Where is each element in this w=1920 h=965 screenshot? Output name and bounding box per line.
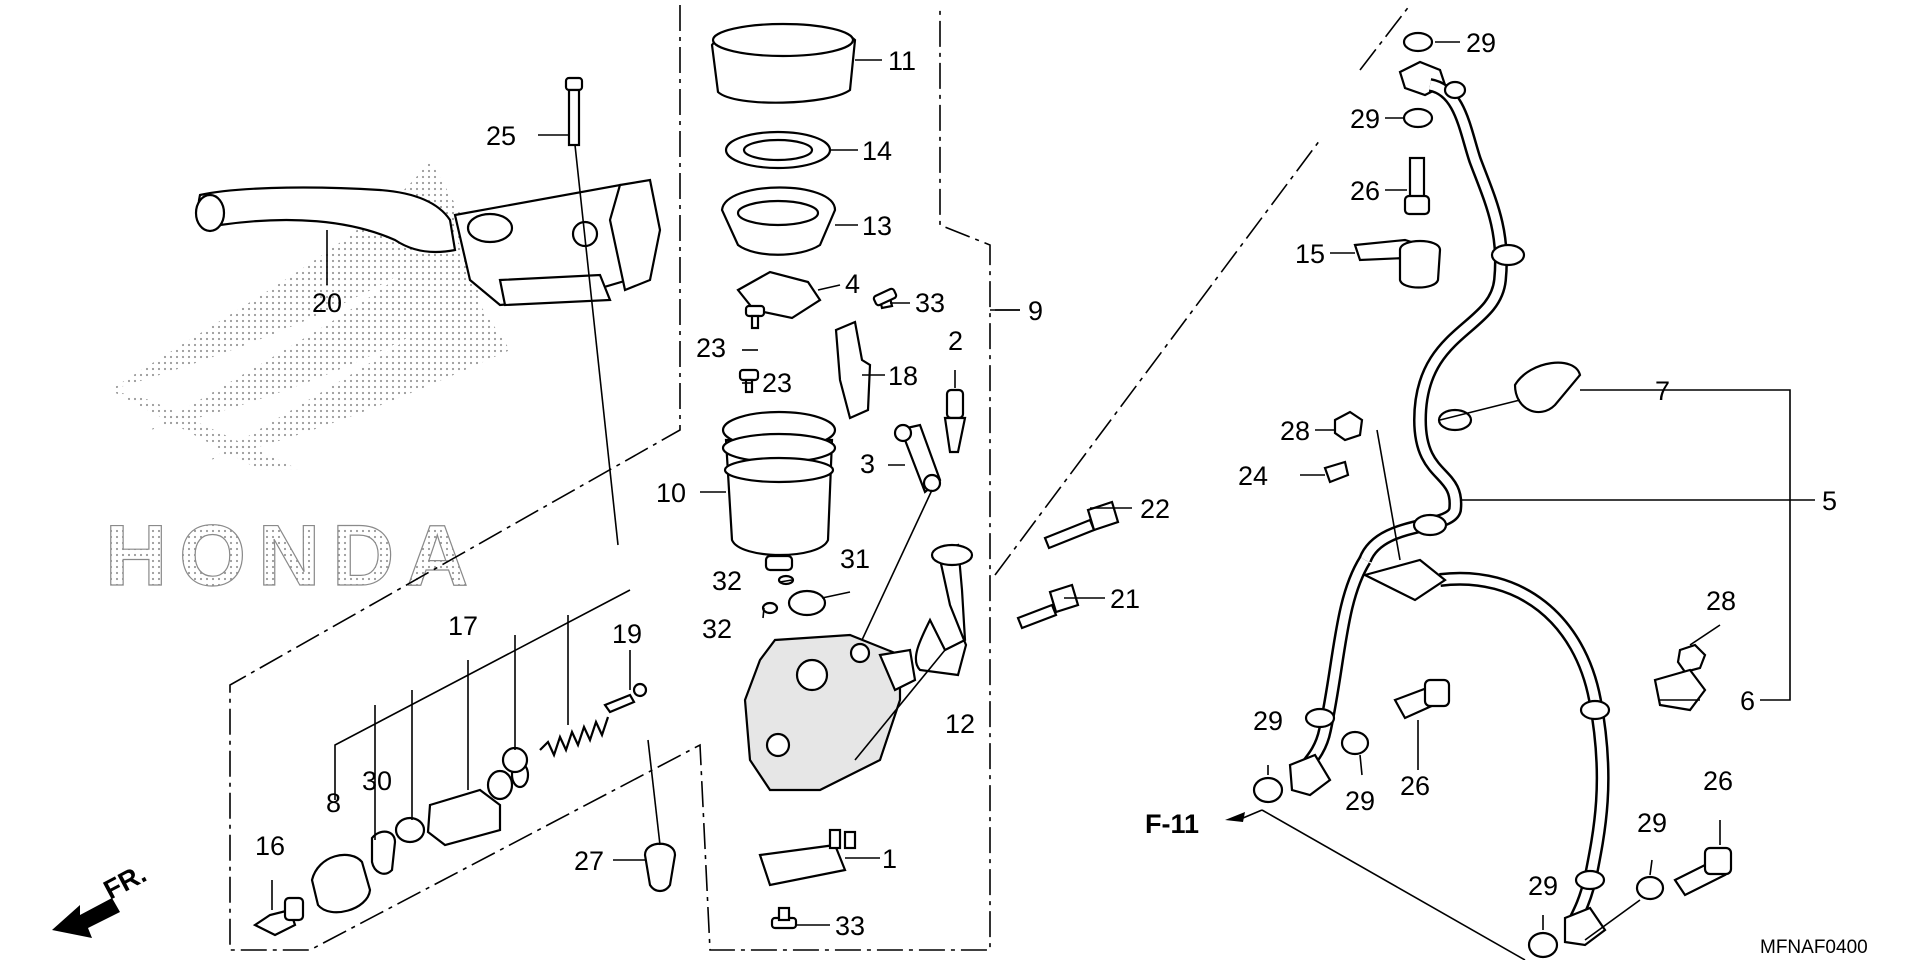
callout-3: 3 [860, 449, 875, 479]
callout-1: 1 [882, 844, 897, 874]
callout-20: 20 [312, 288, 342, 318]
pivot-bolt [564, 76, 584, 147]
brake-hose-assembly [1252, 31, 1733, 959]
callout-9: 9 [1028, 296, 1043, 326]
callout-32-upper: 32 [712, 566, 742, 596]
diagram-code: MFNAF0400 [1760, 937, 1868, 958]
master-cylinder-body [743, 633, 917, 792]
callout-14: 14 [862, 136, 892, 166]
callout-29-d: 29 [1345, 786, 1375, 816]
callout-16: 16 [255, 831, 285, 861]
screw-23-b [738, 368, 760, 394]
callout-19: 19 [612, 619, 642, 649]
callout-10: 10 [656, 478, 686, 508]
screw-33-top [872, 287, 898, 310]
callout-26-b: 26 [1400, 771, 1430, 801]
callout-5: 5 [1822, 486, 1837, 516]
reservoir-plate [724, 130, 832, 170]
callout-6: 6 [1740, 686, 1755, 716]
callout-25: 25 [486, 121, 516, 151]
callout-7: 7 [1655, 376, 1670, 406]
assembly-boundary-line-upper [1359, 4, 1411, 71]
group-9-boundary [229, 5, 991, 951]
bracket-3 [893, 423, 942, 494]
watermark-text: HONDA [105, 508, 480, 604]
screw-33-bottom [770, 906, 798, 930]
boot-27 [643, 842, 677, 893]
callout-12: 12 [945, 709, 975, 739]
callout-17: 17 [448, 611, 478, 641]
reference-label: F-11 [1145, 809, 1199, 839]
callout-29-f: 29 [1528, 871, 1558, 901]
reservoir-body [721, 410, 837, 572]
callout-29-e: 29 [1637, 808, 1667, 838]
callout-31: 31 [840, 544, 870, 574]
hose-clip-31 [787, 589, 827, 617]
assembly-boundary-line [994, 139, 1321, 576]
leader-lines [271, 41, 1815, 961]
reservoir-diaphragm [720, 186, 837, 256]
callout-13: 13 [862, 211, 892, 241]
callout-24: 24 [1238, 461, 1268, 491]
callout-4: 4 [845, 269, 860, 299]
callout-23-a: 23 [696, 333, 726, 363]
reservoir-clip [834, 320, 872, 420]
leader [574, 144, 619, 546]
brake-lever [194, 178, 662, 307]
direction-label: FR. [99, 858, 151, 905]
bolt-22 [1043, 500, 1120, 550]
reference-arrow [1225, 812, 1245, 822]
leader [647, 739, 661, 846]
callout-30: 30 [362, 766, 392, 796]
callout-21: 21 [1110, 584, 1140, 614]
reservoir-cap [710, 22, 857, 104]
callout-33-top: 33 [915, 288, 945, 318]
bolt-21 [1016, 583, 1080, 630]
callout-29-c: 29 [1253, 706, 1283, 736]
callout-23-b: 23 [762, 368, 792, 398]
callout-26-a: 26 [1350, 176, 1380, 206]
screw-23-a [744, 304, 766, 330]
piston-assembly [252, 682, 648, 937]
callout-28-b: 28 [1706, 586, 1736, 616]
callout-28-a: 28 [1280, 416, 1310, 446]
callout-33-bottom: 33 [835, 911, 865, 941]
callout-18: 18 [888, 361, 918, 391]
callout-11: 11 [888, 46, 916, 76]
clamp-12 [914, 543, 974, 677]
front-direction-arrow [52, 898, 120, 938]
callout-22: 22 [1140, 494, 1170, 524]
callout-labels: 11 14 13 4 33 9 2 18 23 23 3 10 32 32 31… [255, 28, 1837, 941]
callout-29-a: 29 [1466, 28, 1496, 58]
callout-27: 27 [574, 846, 604, 876]
callout-26-c: 26 [1703, 766, 1733, 796]
callout-8: 8 [326, 788, 341, 818]
callout-32-lower: 32 [702, 614, 732, 644]
callout-15: 15 [1295, 239, 1325, 269]
callout-2: 2 [948, 326, 963, 356]
fitting-2 [943, 388, 967, 454]
o-ring-32-lower [761, 601, 779, 615]
brake-switch [758, 828, 857, 887]
callout-29-b: 29 [1350, 104, 1380, 134]
